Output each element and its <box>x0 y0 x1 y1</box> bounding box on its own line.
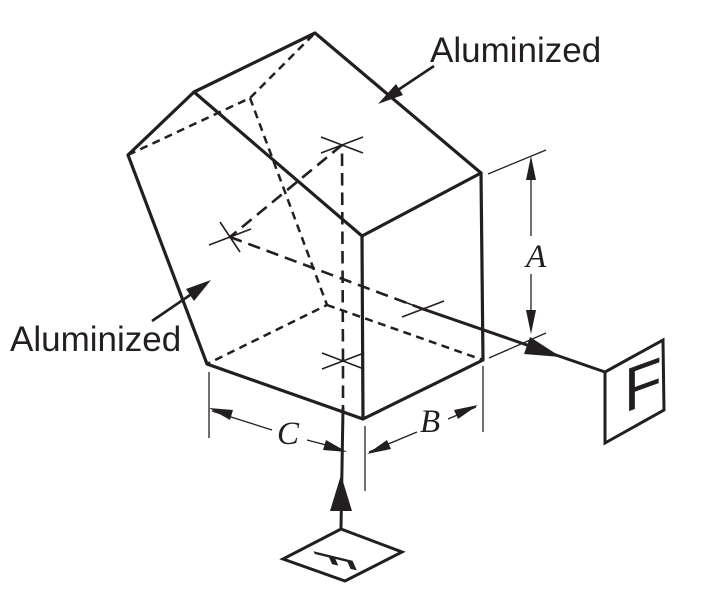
x-mark-entry-face <box>321 352 365 370</box>
exit-image-letter: F <box>624 343 662 427</box>
prism-hidden-edge-back-bottom <box>326 303 484 362</box>
callout-aluminized-top: Aluminized <box>378 31 601 104</box>
exit-image-plate: F <box>603 337 666 446</box>
dimension-b: B <box>364 366 484 491</box>
leader-line-aluminized-left <box>151 291 194 323</box>
prism-pentagon-face-outline <box>126 90 365 421</box>
prism-hidden-edge-back-lower <box>206 97 329 366</box>
prism-right-face-edges <box>361 171 485 421</box>
exit-beam-arrowhead <box>524 337 561 357</box>
entrance-image-plate: F <box>279 527 406 583</box>
exit-beam <box>422 307 606 374</box>
arrowhead-b-right <box>454 405 478 419</box>
arrowhead-aluminized-top <box>378 84 403 104</box>
arrowhead-a-up <box>526 156 536 180</box>
beam-path-internal <box>229 143 424 408</box>
arrowhead-c-left <box>209 408 233 420</box>
arrowhead-aluminized-left <box>186 280 211 301</box>
exit-plate-outline <box>603 337 666 446</box>
beam-segment-top-to-left <box>229 143 343 239</box>
dimension-a-label: A <box>524 239 547 275</box>
x-mark-left-face <box>208 221 252 253</box>
dimension-a: A <box>487 149 547 359</box>
beam-segment-left-to-exit <box>229 235 424 311</box>
extension-line-a-bottom <box>488 332 547 359</box>
dimension-b-label: B <box>420 404 440 440</box>
prism-body <box>126 31 485 421</box>
exit-beam-line <box>422 307 606 374</box>
callout-aluminized-left: Aluminized <box>10 280 211 359</box>
arrowhead-b-left <box>367 440 391 454</box>
dimension-c: C <box>208 372 347 452</box>
dimension-c-label: C <box>277 416 300 452</box>
prism-hidden-edge-back-upper <box>127 32 316 157</box>
arrowhead-a-down <box>526 310 536 334</box>
aluminized-top-label: Aluminized <box>430 31 601 70</box>
entrance-plate-outline <box>279 527 406 583</box>
aluminized-left-label: Aluminized <box>10 320 181 359</box>
prism-top-face-edges <box>192 31 483 238</box>
extension-line-a-top <box>487 149 547 175</box>
leader-line-aluminized-top <box>397 64 435 92</box>
beam-segment-vertical <box>340 145 345 362</box>
entrance-beam <box>330 407 352 529</box>
x-mark-top-face <box>320 136 364 154</box>
entrance-beam-arrowhead <box>330 475 352 511</box>
